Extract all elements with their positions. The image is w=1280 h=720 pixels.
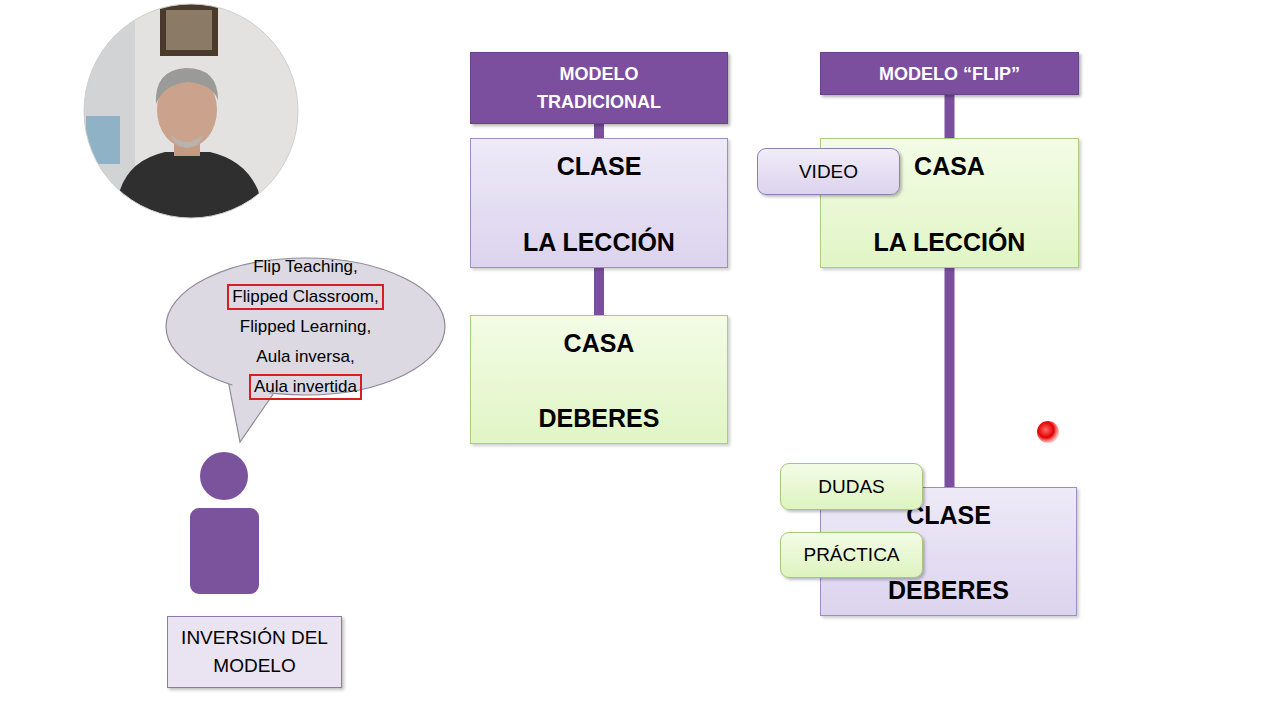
node-text: MODELO “FLIP” <box>879 60 1020 88</box>
tag-box: DUDAS <box>780 463 923 510</box>
node-text: PRÁCTICA <box>803 543 899 567</box>
connector <box>594 124 604 138</box>
wall-poster <box>86 116 120 164</box>
node-text: Flip Teaching, <box>248 254 363 280</box>
node-text: Aula invertida <box>249 374 362 400</box>
picture-frame <box>160 4 218 56</box>
speech-bubble: Flip Teaching,Flipped Classroom,Flipped … <box>166 258 445 395</box>
node-text: INVERSIÓN DEL MODELO <box>168 624 341 680</box>
webcam-border <box>84 4 298 218</box>
person-icon-body <box>190 508 259 594</box>
webcam-view <box>80 0 305 230</box>
node-body: VIDEO <box>758 149 899 194</box>
node-text: CASA <box>564 328 635 358</box>
node-text: Flipped Classroom, <box>227 284 383 310</box>
connector <box>594 268 604 315</box>
node-body: DUDAS <box>781 464 922 509</box>
person-hair <box>156 68 218 104</box>
node-body: CASA DEBERES <box>471 316 727 443</box>
node-text: CASA <box>914 151 985 181</box>
laser-pointer <box>1037 421 1059 443</box>
node-text: LA LECCIÓN <box>874 227 1026 257</box>
connector <box>945 268 955 487</box>
model-header: MODELO TRADICIONAL <box>470 52 728 124</box>
node-text: DUDAS <box>818 475 885 499</box>
node-body: INVERSIÓN DEL MODELO <box>168 617 341 687</box>
node-body: MODELO “FLIP” <box>821 53 1078 94</box>
node-text: DEBERES <box>539 403 660 433</box>
node-body: CLASE LA LECCIÓN <box>471 139 727 267</box>
node-text: Flipped Learning, <box>235 314 376 340</box>
node-body: PRÁCTICA <box>781 533 922 577</box>
node-body: Flip Teaching,Flipped Classroom,Flipped … <box>166 258 445 395</box>
node-text: LA LECCIÓN <box>523 227 675 257</box>
node-body: MODELO TRADICIONAL <box>471 53 727 123</box>
tag-box: PRÁCTICA <box>780 532 923 578</box>
node-text: CLASE <box>557 151 642 181</box>
person-icon-head <box>200 452 248 500</box>
person-beard <box>170 134 204 148</box>
picture <box>166 10 212 50</box>
lesson-box: CLASE LA LECCIÓN <box>470 138 728 268</box>
node-text: MODELO TRADICIONAL <box>524 60 674 116</box>
connector <box>945 95 955 138</box>
node-text: VIDEO <box>799 160 858 184</box>
label-box: INVERSIÓN DEL MODELO <box>167 616 342 688</box>
node-text: Aula inversa, <box>251 344 359 370</box>
tag-box: VIDEO <box>757 148 900 195</box>
lesson-box: CASA DEBERES <box>470 315 728 444</box>
node-text: DEBERES <box>888 575 1009 605</box>
model-header: MODELO “FLIP” <box>820 52 1079 95</box>
